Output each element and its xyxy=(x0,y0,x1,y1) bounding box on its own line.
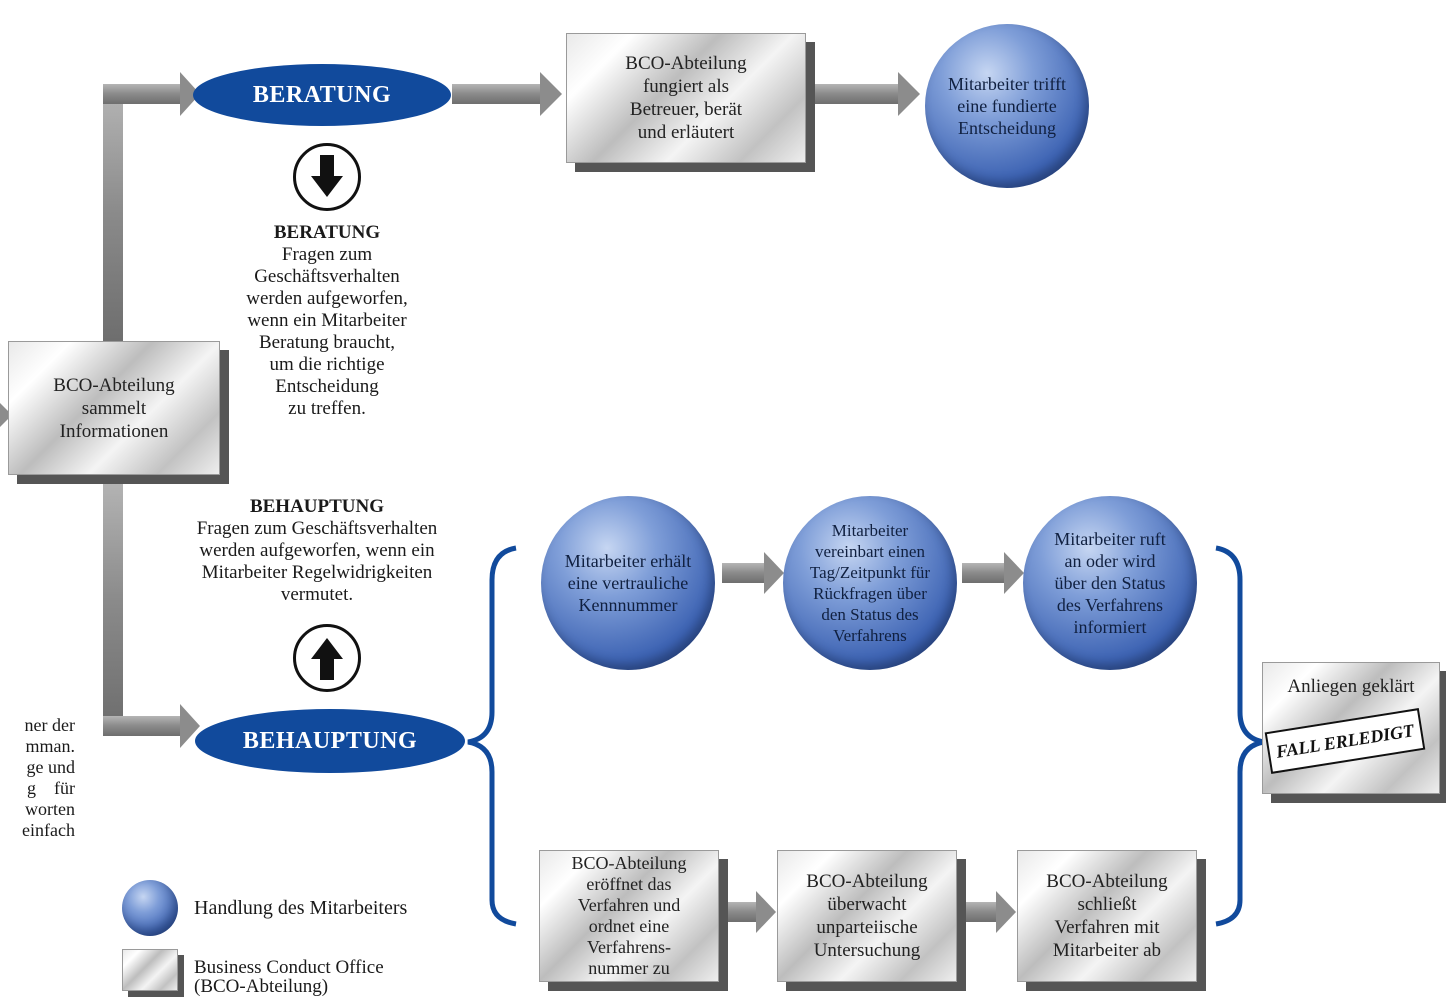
arrow-to-beratung xyxy=(180,72,200,116)
behauptung-description-heading: BEHAUPTUNG xyxy=(249,496,385,517)
employee-informed-label: Mitarbeiter ruft an oder wird über den S… xyxy=(1054,529,1166,637)
arrow-to-behauptung xyxy=(180,704,200,748)
cropped-text-line: ge und xyxy=(26,757,76,777)
bco-advises-label: BCO-Abteilung fungiert als Betreuer, ber… xyxy=(625,53,747,143)
employee-decides-label: Mitarbeiter trifft eine fundierte Entsch… xyxy=(947,74,1067,138)
arrow-circle2-to-circle3 xyxy=(1004,552,1024,594)
arrow-box1-to-box2 xyxy=(756,891,776,933)
down-arrow-icon xyxy=(293,143,361,211)
arrow-beratung-to-advise xyxy=(540,72,562,116)
legend-bco-box-icon xyxy=(122,949,178,991)
legend-employee-circle-icon xyxy=(122,880,178,936)
behauptung-description-body: Fragen zum Geschäftsverhalten werden auf… xyxy=(196,518,438,605)
cropped-text-line: einfach xyxy=(22,820,75,840)
trunk-up xyxy=(103,88,123,341)
cropped-side-text: ner der mman. ge und g für worten einfac… xyxy=(0,715,75,895)
cropped-text-line: ner der xyxy=(24,715,75,735)
beratung-description-body: Fragen zum Geschäftsverhalten werden auf… xyxy=(246,244,408,419)
bco-collects-box: BCO-Abteilung sammelt Informationen xyxy=(8,341,220,475)
beratung-description-heading: BERATUNG xyxy=(273,222,381,243)
employee-agrees-date-label: Mitarbeiter vereinbart einen Tag/Zeitpun… xyxy=(809,521,931,645)
cropped-text-line: mman. xyxy=(25,736,76,756)
arrow-box2-to-box3 xyxy=(996,891,1016,933)
trunk-down xyxy=(103,478,123,726)
employee-agrees-date-circle: Mitarbeiter vereinbart einen Tag/Zeitpun… xyxy=(783,496,957,670)
beratung-oval-label: BERATUNG xyxy=(252,81,392,108)
bco-opens-label: BCO-Abteilung eröffnet das Verfahren und… xyxy=(571,853,687,978)
up-arrow-icon xyxy=(293,624,361,692)
arrow-advise-to-decision xyxy=(898,72,920,116)
cropped-text-line: g für xyxy=(27,778,75,798)
behauptung-oval: BEHAUPTUNG xyxy=(195,709,465,773)
legend-employee-text: Handlung des Mitarbeiters xyxy=(194,897,408,919)
legend-employee-label: Handlung des Mitarbeiters xyxy=(194,897,407,919)
beratung-oval: BERATUNG xyxy=(193,64,451,126)
bco-monitors-label: BCO-Abteilung überwacht unparteiische Un… xyxy=(806,871,928,961)
employee-gets-number-circle: Mitarbeiter erhält eine vertrauliche Ken… xyxy=(541,496,715,670)
cropped-text-line: worten xyxy=(25,799,75,819)
entry-arrow xyxy=(0,403,12,427)
employee-informed-circle: Mitarbeiter ruft an oder wird über den S… xyxy=(1023,496,1197,670)
left-brace xyxy=(467,545,517,927)
legend-bco-text: Business Conduct Office (BCO-Abteilung) xyxy=(194,957,384,997)
behauptung-oval-label: BEHAUPTUNG xyxy=(242,727,418,754)
bco-monitors-box: BCO-Abteilung überwacht unparteiische Un… xyxy=(777,850,957,982)
behauptung-description: BEHAUPTUNG Fragen zum Geschäftsverhalten… xyxy=(152,496,482,606)
bco-collects-label: BCO-Abteilung sammelt Informationen xyxy=(53,374,175,442)
resolved-label: Anliegen geklärt xyxy=(1287,676,1415,697)
bco-closes-box: BCO-Abteilung schließt Verfahren mit Mit… xyxy=(1017,850,1197,982)
bco-opens-box: BCO-Abteilung eröffnet das Verfahren und… xyxy=(539,850,719,982)
bco-advises-box: BCO-Abteilung fungiert als Betreuer, ber… xyxy=(566,33,806,163)
legend-bco-label: Business Conduct Office (BCO-Abteilung) xyxy=(194,958,384,996)
arrow-circle1-to-circle2 xyxy=(764,552,784,594)
right-brace xyxy=(1215,545,1265,927)
bco-closes-label: BCO-Abteilung schließt Verfahren mit Mit… xyxy=(1046,871,1168,961)
beratung-description: BERATUNG Fragen zum Geschäftsverhalten w… xyxy=(198,222,456,420)
employee-decides-circle: Mitarbeiter trifft eine fundierte Entsch… xyxy=(925,24,1089,188)
employee-gets-number-label: Mitarbeiter erhält eine vertrauliche Ken… xyxy=(564,551,692,615)
